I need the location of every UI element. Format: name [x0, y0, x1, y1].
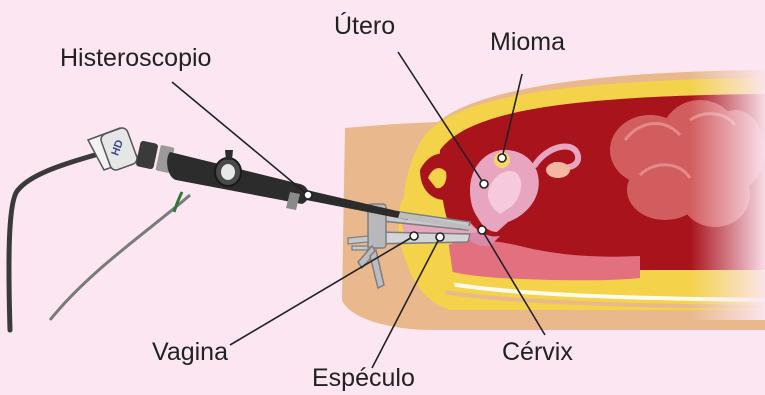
label-histeroscopio: Histeroscopio — [60, 46, 211, 71]
label-vagina: Vagina — [152, 340, 228, 365]
label-especulo: Espéculo — [312, 366, 415, 391]
label-cervix: Cérvix — [502, 340, 573, 365]
label-mioma: Mioma — [490, 30, 565, 55]
label-utero: Útero — [334, 14, 395, 39]
scope-cable — [9, 155, 95, 330]
